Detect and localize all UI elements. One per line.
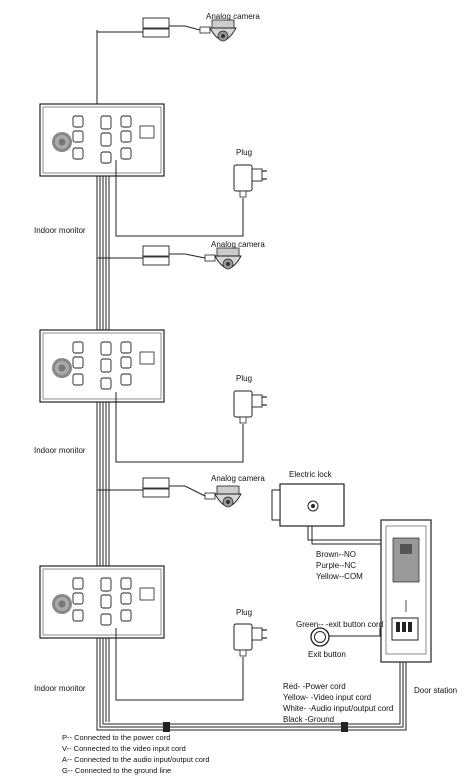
label-plug-3: Plug (236, 608, 253, 617)
plug-2 (115, 390, 268, 463)
analog-camera-2 (97, 245, 242, 270)
cord-note-white: White- -Audio input/output cord (283, 704, 394, 713)
legend-video: V-- Connected to the video input cord (62, 744, 186, 753)
cord-note-black: Black -Ground (283, 715, 335, 724)
exit-button-device (310, 627, 392, 647)
label-indoor-monitor-3: Indoor monitor (34, 684, 86, 693)
analog-camera-3 (97, 477, 242, 508)
label-analog-camera-1: Analog camera (206, 12, 260, 21)
legend-ground: G-- Connected to the ground line (62, 766, 172, 775)
label-exit-button-cord: Green-- -exit button cord (296, 620, 384, 629)
label-electric-lock: Electric lock (289, 470, 332, 479)
door-station-device (380, 519, 432, 663)
label-plug-1: Plug (236, 148, 253, 157)
indoor-monitor-3 (39, 565, 165, 639)
plug-3 (115, 623, 268, 701)
label-lock-wire-2: Purple--NC (316, 561, 357, 570)
legend-power: P-- Connected to the power cord (62, 733, 171, 742)
indoor-monitor-2 (39, 329, 165, 403)
indoor-monitor-1 (39, 103, 165, 177)
label-exit-button: Exit button (308, 650, 346, 659)
label-analog-camera-3: Analog camera (211, 474, 265, 483)
plug-1 (115, 160, 268, 237)
label-door-station: Door station (414, 686, 458, 695)
cord-note-yellow: Yellow- -Video input cord (283, 693, 372, 702)
electric-lock-device (271, 483, 399, 622)
label-indoor-monitor-1: Indoor monitor (34, 226, 86, 235)
analog-camera-1 (96, 17, 237, 42)
label-lock-wire-3: Yellow--COM (316, 572, 363, 581)
label-indoor-monitor-2: Indoor monitor (34, 446, 86, 455)
bottom-harness (96, 655, 407, 731)
label-analog-camera-2: Analog camera (211, 240, 265, 249)
cord-note-red: Red- -Power cord (283, 682, 346, 691)
legend-audio: A-- Connected to the audio input/output … (62, 755, 210, 764)
label-plug-2: Plug (236, 374, 253, 383)
label-lock-wire-1: Brown--NO (316, 550, 357, 559)
